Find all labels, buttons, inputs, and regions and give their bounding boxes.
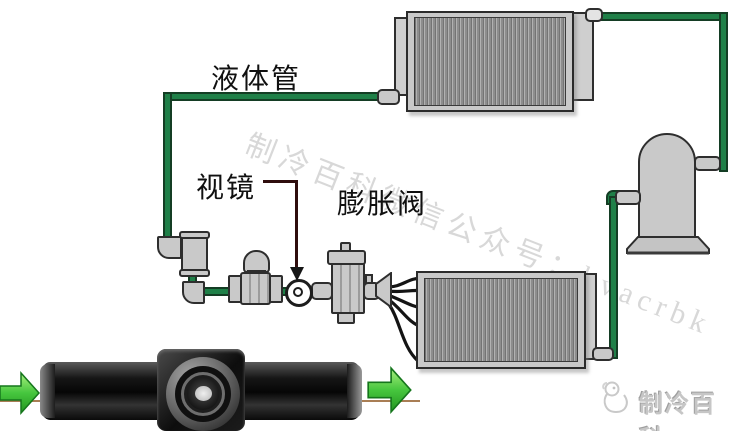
condenser-inlet-port — [377, 89, 400, 105]
mascot-icon — [602, 381, 628, 414]
filter-drier-bottom-rim — [179, 269, 210, 277]
condenser-outlet-port — [585, 8, 603, 22]
compressor-discharge-port — [694, 156, 721, 171]
sight-glass-pointer-arrowhead — [290, 267, 304, 281]
elbow-fitting-lower — [182, 281, 205, 304]
expansion-valve-bottom-stub — [337, 312, 355, 324]
sight-glass-symbol — [285, 279, 313, 307]
sight-glass-pointer-vertical — [295, 180, 298, 270]
photo-tube-right-cap — [347, 364, 362, 418]
sight-glass-symbol-inner-ring — [293, 287, 303, 297]
condenser-core — [414, 17, 566, 106]
label-expansion-valve: 膨胀阀 — [337, 189, 428, 220]
evaporator-outlet-port — [592, 347, 614, 361]
photo-line-right — [356, 400, 420, 402]
brand-logo-text: 制冷百科 — [639, 391, 717, 431]
elbow-fitting-upper — [157, 236, 182, 259]
pipe-liquid-line-vertical — [163, 92, 172, 242]
expansion-valve-body — [331, 263, 365, 314]
expansion-valve-inlet-port — [311, 282, 333, 300]
label-sight-glass: 视镜 — [196, 173, 257, 204]
filter-drier-top-rim — [179, 231, 210, 239]
flow-arrow-right-icon — [367, 366, 412, 414]
pipe-discharge-horizontal — [596, 12, 728, 21]
compressor-suction-port — [615, 190, 641, 205]
sight-glass-pointer-horizontal — [263, 180, 298, 183]
compressor-base — [626, 236, 710, 255]
label-liquid-line: 液体管 — [211, 64, 302, 95]
evaporator-core — [424, 278, 578, 362]
valve-body — [240, 272, 271, 305]
compressor-body — [638, 133, 696, 241]
pipe-discharge-vertical — [719, 12, 728, 172]
pipe-suction-vertical — [609, 196, 618, 359]
photo-float-indicator — [195, 386, 212, 401]
photo-tube-left-cap — [40, 364, 55, 418]
condenser-right-tab — [572, 12, 594, 101]
expansion-valve-outlet-bell — [375, 272, 392, 308]
flow-arrow-left-icon — [0, 371, 40, 415]
photo-line-left — [0, 400, 40, 402]
